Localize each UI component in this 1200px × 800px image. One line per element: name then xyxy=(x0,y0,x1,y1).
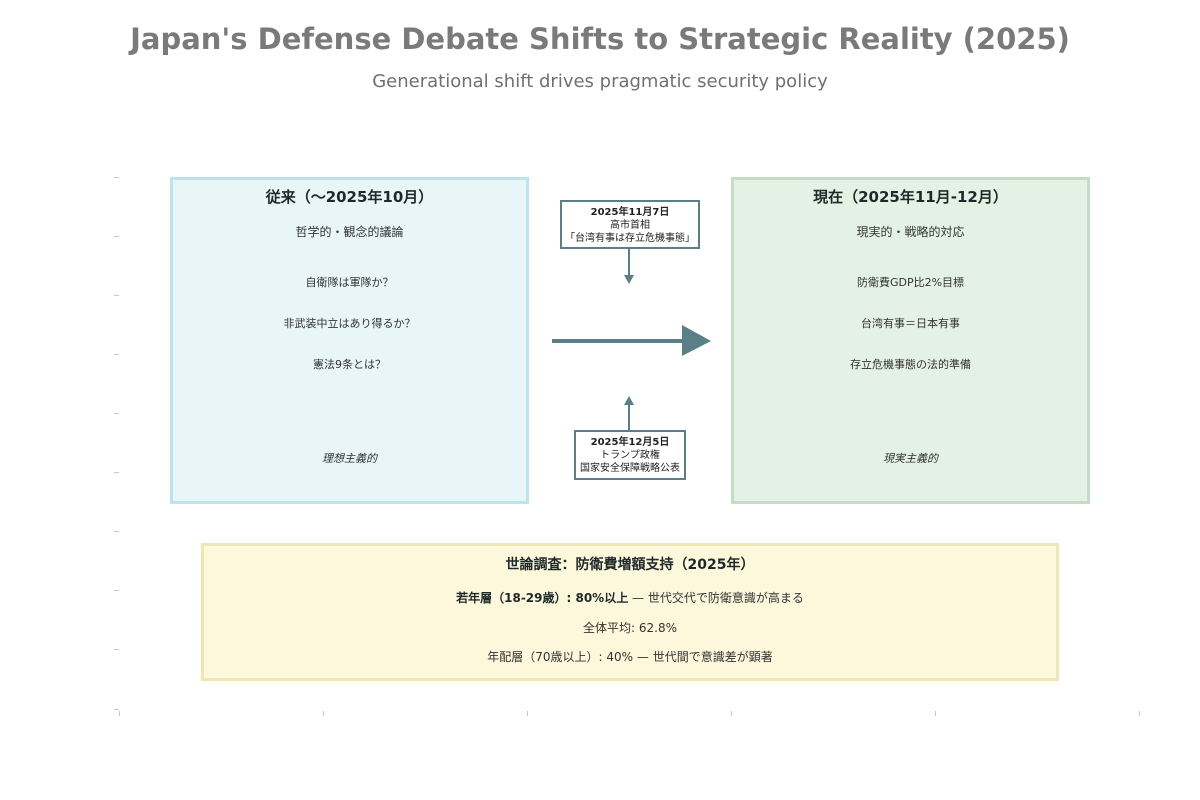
y-tick xyxy=(114,709,119,710)
y-tick xyxy=(114,590,119,591)
y-tick xyxy=(114,531,119,532)
past-debate-panel: 従来（〜2025年10月） 哲学的・観念的議論 自衛隊は軍隊か？ 非武装中立はあ… xyxy=(170,177,529,504)
current-panel-tag: 現実主義的 xyxy=(883,452,938,465)
down-arrow-head xyxy=(624,275,634,284)
current-panel-heading: 現在（2025年11月-12月） xyxy=(813,188,1008,206)
page-subtitle: Generational shift drives pragmatic secu… xyxy=(372,71,828,92)
current-panel-item: 存立危機事態の法的準備 xyxy=(850,358,971,371)
y-tick xyxy=(114,354,119,355)
y-tick xyxy=(114,649,119,650)
x-tick xyxy=(323,711,324,716)
x-tick xyxy=(731,711,732,716)
past-panel-item: 自衛隊は軍隊か？ xyxy=(305,276,394,289)
past-panel-subheading: 哲学的・観念的議論 xyxy=(295,225,404,239)
y-tick xyxy=(114,177,119,178)
page-title: Japan's Defense Debate Shifts to Strateg… xyxy=(130,22,1070,56)
event-detail: 「台湾有事は存立危機事態」 xyxy=(565,233,695,244)
event-actor: トランプ政権 xyxy=(600,450,660,461)
y-tick xyxy=(114,413,119,414)
past-panel-item: 非武装中立はあり得るか？ xyxy=(283,317,416,330)
y-tick xyxy=(114,295,119,296)
main-arrow-head xyxy=(682,325,711,356)
poll-title: 世論調査：防衛費増額支持（2025年） xyxy=(505,557,755,573)
event-detail: 国家安全保障戦略公表 xyxy=(580,463,680,474)
event-actor: 高市首相 xyxy=(610,220,650,231)
current-panel-subheading: 現実的・戦略的対応 xyxy=(856,225,965,239)
x-tick xyxy=(527,711,528,716)
event-date: 2025年12月5日 xyxy=(590,437,670,448)
current-panel-item: 防衛費GDP比2%目標 xyxy=(856,276,965,289)
y-tick xyxy=(114,472,119,473)
x-tick xyxy=(935,711,936,716)
past-panel-heading: 従来（〜2025年10月） xyxy=(265,188,434,206)
event-date: 2025年11月7日 xyxy=(590,207,670,218)
poll-youth-row: 若年層（18-29歳）: 80%以上 — 世代交代で防衛意識が高まる xyxy=(204,589,1056,606)
poll-youth-note: — 世代交代で防衛意識が高まる xyxy=(628,591,804,605)
up-arrow-head xyxy=(624,396,634,405)
x-tick xyxy=(1139,711,1140,716)
y-tick xyxy=(114,236,119,237)
poll-elderly-row: 年配層（70歳以上）: 40% — 世代間で意識差が顕著 xyxy=(487,650,773,664)
current-panel-item: 台湾有事＝日本有事 xyxy=(861,317,960,330)
past-panel-tag: 理想主義的 xyxy=(322,452,377,465)
poll-average: 全体平均: 62.8% xyxy=(583,621,677,635)
event-takaichi-statement: 2025年11月7日 高市首相 「台湾有事は存立危機事態」 xyxy=(560,200,700,249)
opinion-poll-panel: 世論調査：防衛費増額支持（2025年） 若年層（18-29歳）: 80%以上 —… xyxy=(201,543,1059,681)
x-tick xyxy=(119,711,120,716)
poll-youth-label: 若年層（18-29歳）: 80%以上 xyxy=(456,591,629,605)
current-debate-panel: 現在（2025年11月-12月） 現実的・戦略的対応 防衛費GDP比2%目標 台… xyxy=(731,177,1090,504)
past-panel-item: 憲法9条とは？ xyxy=(313,358,386,371)
event-trump-strategy: 2025年12月5日 トランプ政権 国家安全保障戦略公表 xyxy=(574,430,686,480)
